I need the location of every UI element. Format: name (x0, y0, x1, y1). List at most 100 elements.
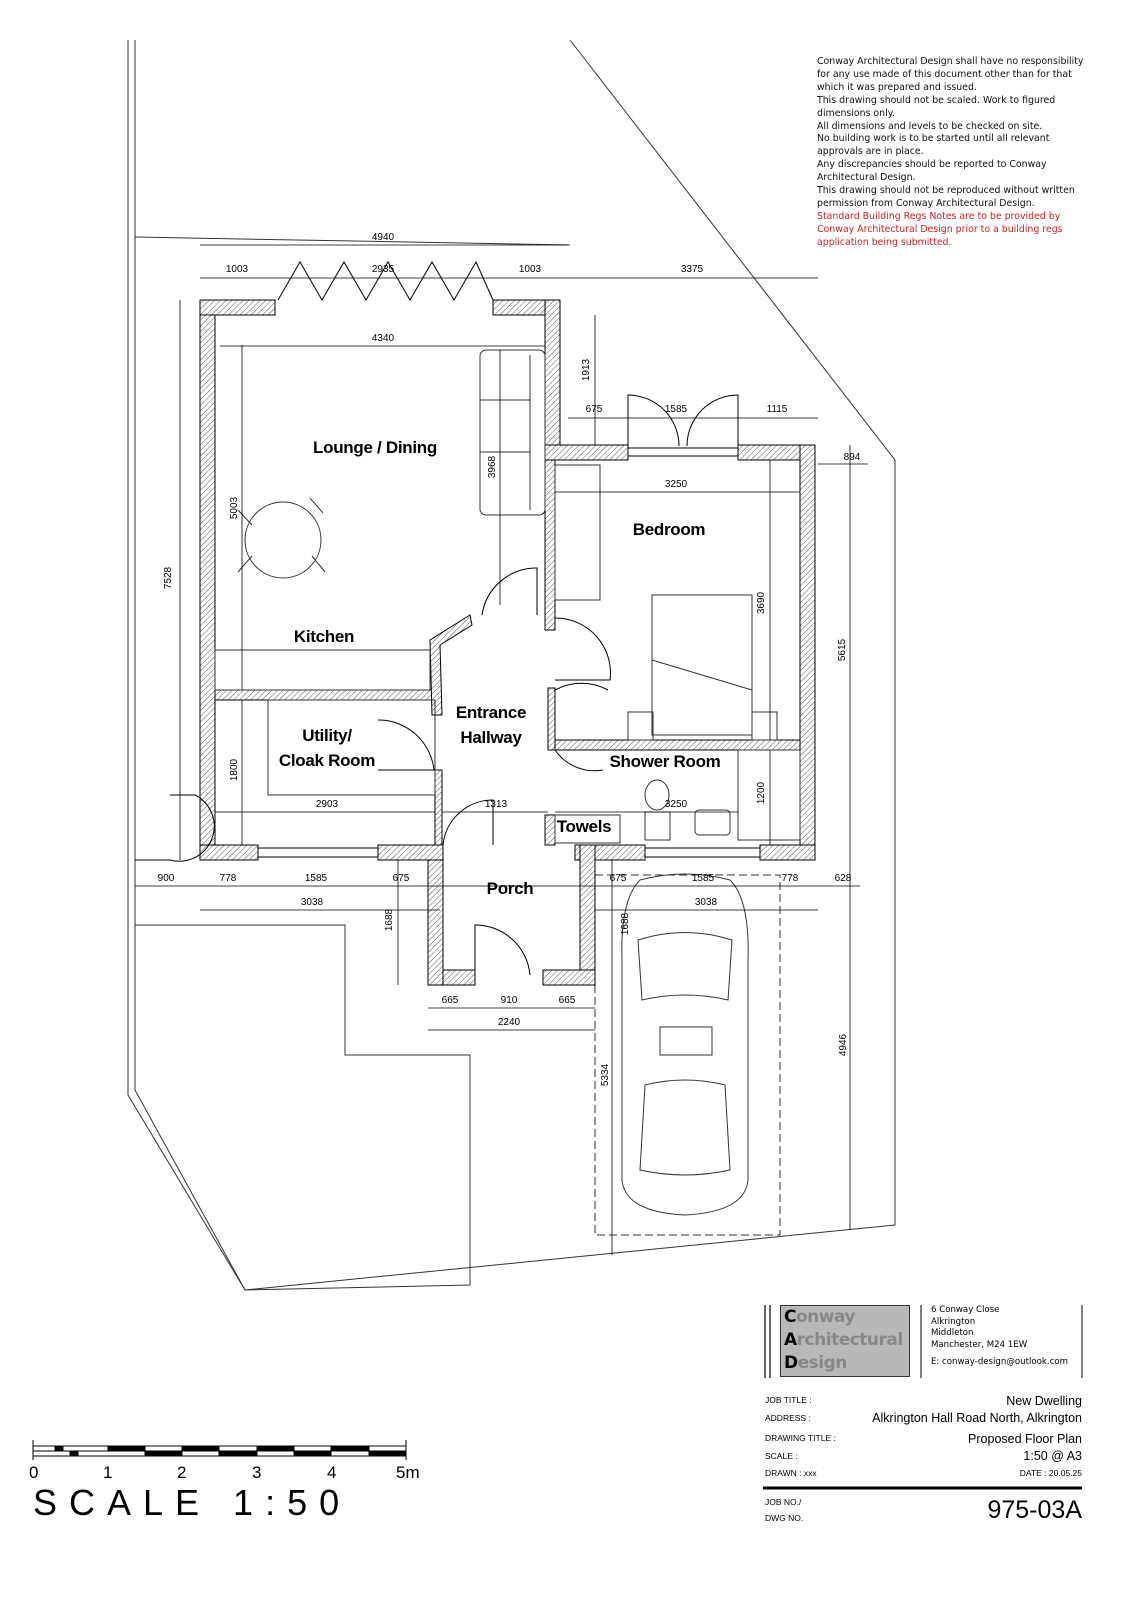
dim-label: 4340 (372, 333, 395, 344)
dim-label: 4940 (372, 232, 395, 243)
room-labels: Lounge / Dining Bedroom Kitchen Entrance… (279, 438, 721, 898)
room-label-bedroom: Bedroom (633, 520, 706, 539)
furniture (214, 349, 801, 844)
dim-label: 1688 (384, 908, 395, 931)
address-line: 6 Conway Close (931, 1305, 1000, 1315)
company-logo: Conway Architectural Design (780, 1305, 910, 1377)
scale-label: 2 (177, 1463, 187, 1482)
site-address: Alkrington Hall Road North, Alkrington (872, 1411, 1082, 1425)
dim-label: 3375 (681, 264, 704, 275)
note: No building work is to be started until … (817, 133, 1050, 158)
dim-label: 665 (442, 995, 459, 1006)
note: Conway Architectural Design shall have n… (817, 56, 1084, 93)
bed (651, 594, 753, 736)
car-icon (621, 873, 749, 1216)
dim-label: 5615 (837, 638, 848, 661)
dim-label: 3250 (665, 799, 688, 810)
dim-label: 628 (835, 873, 852, 884)
kitchen-worktop (214, 649, 431, 691)
basin (694, 809, 731, 836)
dim-label: 1585 (305, 873, 328, 884)
room-label-utility: Utility/ (302, 726, 352, 745)
room-label-towels: Towels (557, 817, 612, 836)
room-label-hallway: Entrance (456, 703, 526, 722)
job-title-label: JOB TITLE : (765, 1395, 812, 1405)
address-line: Alkrington (931, 1316, 976, 1327)
address-line: Middleton (931, 1328, 974, 1338)
scale-label: 3 (252, 1463, 262, 1482)
french-door (627, 394, 680, 447)
dim-label: 5003 (229, 496, 240, 519)
company-email: E: conway-design@outlook.com (931, 1357, 1068, 1367)
sofa (479, 349, 546, 516)
dim-label: 675 (586, 404, 603, 415)
room-label-kitchen: Kitchen (294, 627, 354, 646)
dim-label: 2935 (372, 264, 395, 275)
scale-label: 0 (29, 1463, 39, 1482)
dim-label: 7528 (163, 566, 174, 589)
dim-label: 675 (610, 873, 627, 884)
note: This drawing should not be reproduced wi… (817, 185, 1075, 209)
dim-label: 1003 (226, 264, 249, 275)
room-label-lounge: Lounge / Dining (313, 438, 437, 457)
disclaimer-notes: Conway Architectural Design shall have n… (817, 56, 1087, 250)
drawing-title: Proposed Floor Plan (968, 1432, 1082, 1446)
job-title: New Dwelling (1006, 1394, 1082, 1408)
note: This drawing should not be scaled. Work … (817, 94, 1056, 119)
dim-label: 5334 (600, 1063, 611, 1086)
dim-label: 3250 (665, 479, 688, 490)
dim-label: 1800 (229, 758, 240, 781)
walls (199, 299, 816, 986)
driveway (594, 874, 781, 1236)
garden-area (134, 924, 471, 1291)
dim-label: 1688 (620, 912, 631, 935)
note: Any discrepancies should be reported to … (817, 159, 1047, 184)
dwg-no-label: DWG NO. (765, 1513, 804, 1523)
dim-label: 1200 (756, 781, 767, 804)
dim-label: 1585 (665, 404, 688, 415)
wardrobe (554, 464, 601, 601)
dim-label: 1003 (519, 264, 542, 275)
scale-label: 1 (103, 1463, 113, 1482)
dim-label: 3968 (487, 455, 498, 478)
drawing-title-label: DRAWING TITLE : (765, 1433, 836, 1443)
dimension-labels: 4940 1003 2935 1003 3375 4340 1913 675 1… (158, 232, 861, 1086)
openings (135, 260, 761, 976)
dim-label: 910 (501, 995, 518, 1006)
dim-label: 1313 (485, 799, 508, 810)
scale-value: 1:50 @ A3 (1023, 1449, 1082, 1463)
dim-label: 2903 (316, 799, 339, 810)
drawing-number: 975-03A (987, 1496, 1082, 1524)
note: All dimensions and levels to be checked … (817, 120, 1043, 132)
site-boundary (127, 39, 896, 1291)
dim-label: 3038 (695, 897, 718, 908)
gate (135, 794, 215, 862)
room-label-porch: Porch (487, 879, 534, 898)
dim-label: 1585 (692, 873, 715, 884)
scale-field-label: SCALE : (765, 1451, 798, 1461)
bifold-door (277, 260, 494, 301)
scale-label: 5m (396, 1463, 420, 1482)
dining-table (244, 501, 322, 579)
scale-title: SCALE 1:50 (33, 1482, 352, 1523)
dim-label: 900 (158, 873, 175, 884)
dim-label: 778 (220, 873, 237, 884)
room-label-shower: Shower Room (610, 752, 721, 771)
dim-label: 675 (393, 873, 410, 884)
dim-label: 778 (782, 873, 799, 884)
dim-label: 2240 (498, 1017, 521, 1028)
dim-label: 4946 (838, 1033, 849, 1056)
title-block-lines (763, 1305, 1083, 1490)
job-no-label: JOB NO./ (765, 1497, 802, 1507)
toilet (644, 779, 670, 811)
utility-unit (267, 699, 436, 796)
shower-tray (737, 749, 801, 841)
dim-label: 1913 (581, 358, 592, 381)
dimension-lines (135, 244, 868, 1255)
company-address: 6 Conway Close Alkrington Middleton Manc… (931, 1305, 1068, 1369)
drawn-by: DRAWN : xxx (765, 1468, 817, 1478)
address-line: Manchester, M24 1EW (931, 1339, 1028, 1350)
room-label-hallway: Hallway (460, 728, 522, 747)
